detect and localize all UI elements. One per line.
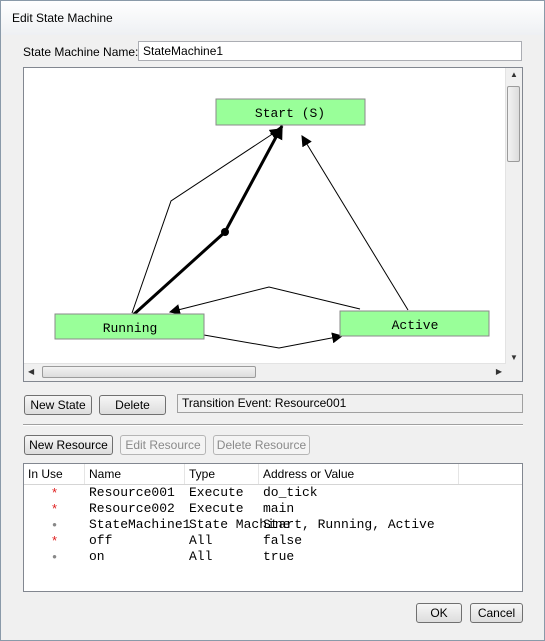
title-bar: Edit State Machine bbox=[1, 1, 544, 35]
state-node-start[interactable]: Start (S) bbox=[215, 98, 366, 126]
scroll-up-icon[interactable]: ▲ bbox=[510, 70, 518, 79]
new-state-button[interactable]: New State bbox=[24, 395, 92, 415]
cell-type: State Machine bbox=[189, 517, 291, 532]
column-header-address-or-value[interactable]: Address or Value bbox=[259, 464, 459, 484]
cell-name: on bbox=[89, 549, 105, 564]
cell-type: All bbox=[189, 533, 213, 548]
transition-active-to-running[interactable] bbox=[168, 286, 361, 315]
cell-value: true bbox=[263, 549, 295, 564]
column-header-in-use[interactable]: In Use bbox=[24, 464, 85, 484]
resource-table[interactable]: In Use Name Type Address or Value * Resou… bbox=[23, 463, 523, 592]
horizontal-scroll-thumb[interactable] bbox=[42, 366, 256, 378]
delete-state-button[interactable]: Delete bbox=[99, 395, 166, 415]
new-resource-button[interactable]: New Resource bbox=[24, 435, 113, 455]
cell-type: Execute bbox=[189, 485, 244, 500]
table-row[interactable]: • on All true bbox=[24, 549, 522, 565]
scroll-left-icon[interactable]: ◀ bbox=[28, 367, 35, 376]
diagram-vertical-scrollbar[interactable]: ▲ ▼ bbox=[505, 68, 522, 364]
state-machine-name-label: State Machine Name: bbox=[23, 45, 139, 59]
cell-value: do_tick bbox=[263, 485, 318, 500]
state-node-active[interactable]: Active bbox=[339, 310, 490, 337]
vertical-scroll-thumb[interactable] bbox=[507, 86, 520, 162]
cell-in-use: • bbox=[52, 549, 57, 564]
transition-running-to-start-selected[interactable] bbox=[130, 124, 284, 318]
table-row[interactable]: * Resource001 Execute do_tick bbox=[24, 485, 522, 501]
cell-value: false bbox=[263, 533, 303, 548]
transition-running-to-active[interactable] bbox=[203, 332, 344, 349]
scroll-down-icon[interactable]: ▼ bbox=[510, 353, 518, 362]
state-diagram: Start (S) Running Active bbox=[54, 98, 490, 349]
state-node-running-label: Running bbox=[103, 321, 158, 336]
scroll-right-icon[interactable]: ▶ bbox=[495, 367, 502, 376]
table-row[interactable]: * Resource002 Execute main bbox=[24, 501, 522, 517]
cell-in-use: * bbox=[51, 533, 58, 548]
state-machine-name-input[interactable]: StateMachine1 bbox=[138, 41, 522, 61]
transition-running-to-start-loop[interactable] bbox=[131, 128, 281, 314]
transition-active-to-start[interactable] bbox=[301, 135, 409, 311]
ok-button[interactable]: OK bbox=[416, 603, 462, 623]
cell-in-use: * bbox=[51, 501, 58, 516]
state-node-active-label: Active bbox=[392, 318, 439, 333]
state-diagram-canvas[interactable]: Start (S) Running Active ▲ ▼ ◀ ▶ bbox=[23, 67, 523, 382]
cell-value: Start, Running, Active bbox=[263, 517, 435, 532]
cell-name: Resource002 bbox=[89, 501, 175, 516]
transition-event-field: Transition Event: Resource001 bbox=[177, 394, 523, 413]
edit-resource-button[interactable]: Edit Resource bbox=[120, 435, 206, 455]
resource-table-header: In Use Name Type Address or Value bbox=[24, 464, 522, 485]
column-header-filler bbox=[459, 464, 522, 484]
cell-name: Resource001 bbox=[89, 485, 175, 500]
cell-type: Execute bbox=[189, 501, 244, 516]
table-row[interactable]: * off All false bbox=[24, 533, 522, 549]
column-header-name[interactable]: Name bbox=[85, 464, 185, 484]
column-header-type[interactable]: Type bbox=[185, 464, 259, 484]
cell-value: main bbox=[263, 501, 295, 516]
cell-in-use: * bbox=[51, 485, 58, 500]
scrollbar-corner bbox=[505, 364, 522, 381]
cell-name: off bbox=[89, 533, 113, 548]
section-divider bbox=[23, 424, 523, 426]
cell-type: All bbox=[189, 549, 213, 564]
cell-name: StateMachine1 bbox=[89, 517, 191, 532]
state-node-start-label: Start (S) bbox=[255, 106, 325, 121]
cell-in-use: • bbox=[52, 517, 57, 532]
state-node-running[interactable]: Running bbox=[54, 313, 205, 340]
delete-resource-button[interactable]: Delete Resource bbox=[213, 435, 310, 455]
transition-selection-handle[interactable] bbox=[221, 228, 229, 236]
cancel-button[interactable]: Cancel bbox=[470, 603, 523, 623]
window-title: Edit State Machine bbox=[12, 11, 113, 25]
diagram-horizontal-scrollbar[interactable]: ◀ ▶ bbox=[24, 363, 506, 381]
